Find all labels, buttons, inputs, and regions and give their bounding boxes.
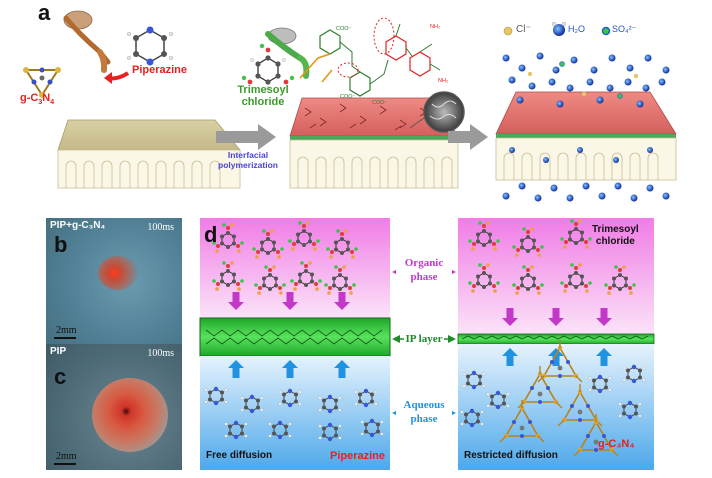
photo-c-scale-bar — [54, 463, 76, 465]
interfacial-polymerization-label: Interfacial polymerization — [208, 150, 288, 170]
pa-membrane — [289, 97, 459, 189]
tmc-label-d-line2: chloride — [595, 236, 635, 247]
panel-a-label: a — [38, 0, 51, 25]
chloride-icon — [503, 26, 513, 36]
photo-b-scale-bar — [54, 337, 76, 339]
droplet-c — [92, 378, 168, 452]
aqueous-phase-left — [200, 356, 390, 470]
organic-line2: phase — [410, 271, 438, 283]
water-icon — [553, 24, 565, 36]
aqueous-line2: phase — [410, 413, 438, 425]
aqueous-line1: Aqueous — [403, 399, 445, 411]
free-diffusion-label: Free diffusion — [206, 450, 273, 461]
tmc-label-a: Trimesoyl chloride — [232, 84, 294, 108]
water-molecules — [502, 52, 670, 202]
photo-c: PIP 100ms 2mm — [46, 344, 182, 470]
photo-b-scale: 2mm — [56, 325, 77, 336]
pristine-substrate — [57, 119, 241, 189]
ip-line2: polymerization — [218, 160, 278, 170]
legend-so4: SO₄²⁻ — [612, 24, 637, 34]
sulfate-icon — [601, 26, 611, 36]
svg-text:COO⁻: COO⁻ — [340, 94, 356, 100]
photo-b: PIP+g-C₃N₄ 100ms 2mm — [46, 218, 182, 344]
aqueous-phase-label: Aqueous phase — [396, 398, 452, 426]
tmc-label-d-line1: Trimesoyl — [592, 224, 639, 235]
gcn-molecule-icon — [23, 67, 61, 98]
organic-line1: Organic — [404, 257, 444, 269]
green-beaker-icon — [265, 27, 310, 79]
process-arrow-icon — [216, 124, 276, 150]
droplet-b — [98, 256, 138, 290]
tmc-label-a-line1: Trimesoyl — [237, 84, 289, 96]
piperazine-label: Piperazine — [132, 64, 188, 76]
polymer-structure-icon: COO⁻ COO⁻ COO⁻ NH₂ NH₂ — [299, 17, 448, 106]
ip-layer-left — [199, 317, 391, 357]
tmc-molecule-icon — [241, 43, 295, 90]
ip-line1: Interfacial — [227, 150, 269, 160]
process-arrow-icon-2 — [448, 124, 488, 150]
gcn-label: g-C3N4 — [20, 92, 55, 107]
photo-b-time: 100ms — [147, 222, 174, 233]
legend-h2o: H₂O — [568, 24, 585, 34]
svg-text:COO⁻: COO⁻ — [372, 100, 388, 106]
svg-text:NH₂: NH₂ — [430, 24, 440, 30]
piperazine-molecule-icon — [126, 26, 173, 66]
panel-d-label: d — [204, 222, 218, 247]
photo-c-title: PIP — [50, 346, 67, 357]
photo-c-scale: 2mm — [56, 451, 77, 462]
tmc-label-a-line2: chloride — [241, 96, 285, 108]
piperazine-label-d: Piperazine — [330, 450, 386, 462]
svg-text:COO⁻: COO⁻ — [336, 26, 352, 32]
filtration-membrane — [495, 91, 677, 181]
ip-layer-right — [457, 333, 655, 345]
beaker-icon — [63, 10, 111, 73]
tmc-label-d: Trimesoyl chloride — [592, 224, 639, 248]
gcn-label-d: g-C₃N₄ — [598, 438, 635, 450]
ip-layer-label: IP layer — [404, 332, 444, 346]
restricted-diffusion-label: Restricted diffusion — [464, 450, 558, 461]
legend-cl: Cl⁻ — [516, 24, 531, 35]
photo-c-time: 100ms — [147, 348, 174, 359]
organic-phase-label: Organic phase — [396, 256, 452, 284]
panel-c-label: c — [54, 364, 67, 389]
svg-text:NH₂: NH₂ — [438, 78, 448, 84]
panel-b-label: b — [54, 232, 68, 257]
photo-b-title: PIP+g-C₃N₄ — [50, 220, 106, 231]
